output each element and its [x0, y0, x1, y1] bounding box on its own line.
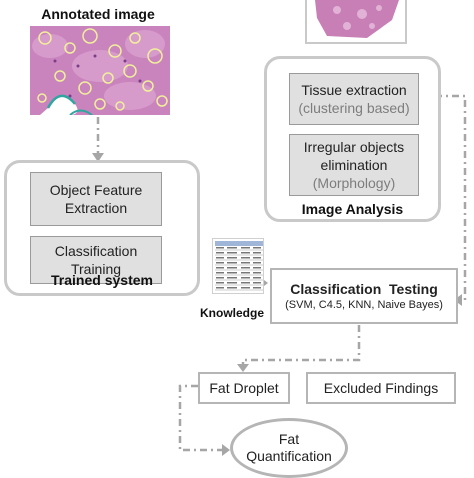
- annotated-image-title: Annotated image: [41, 6, 155, 22]
- excluded-findings-box: Excluded Findings: [306, 372, 456, 404]
- tissue-extraction-box: Tissue extraction (clustering based): [289, 73, 419, 125]
- tissue-extraction-label: Tissue extraction: [301, 82, 407, 98]
- connector-testing-to-results: [241, 325, 361, 366]
- classification-testing-box: Classification Testing (SVM, C4.5, KNN, …: [270, 268, 458, 324]
- arrowhead-results: [237, 364, 249, 372]
- feature-extraction-label: Object Feature: [49, 182, 143, 198]
- classification-methods: (SVM, C4.5, KNN, Naive Bayes): [285, 299, 443, 311]
- classification-training-label-2: Training: [70, 261, 122, 277]
- image-analysis-title: Image Analysis: [301, 201, 404, 217]
- fat-quantification-ellipse: Fat Quantification: [230, 418, 348, 478]
- irregular-objects-label: Irregular objects: [303, 139, 405, 155]
- annotated-histology-image: [30, 26, 170, 115]
- fat-quantification-label: Fat: [278, 431, 300, 447]
- fat-droplet-box: Fat Droplet: [198, 372, 290, 404]
- irregular-objects-box: Irregular objects elimination (Morpholog…: [289, 134, 419, 196]
- irregular-objects-method: (Morphology): [312, 175, 396, 191]
- arrowhead-quantification: [222, 444, 230, 456]
- fat-quantification-label-2: Quantification: [246, 448, 332, 464]
- knowledge-table-thumbnail: [212, 238, 264, 294]
- input-tissue-image: [305, 0, 407, 44]
- feature-extraction-label-2: Extraction: [64, 200, 128, 216]
- knowledge-label: Knowledge: [200, 306, 265, 320]
- trained-system-title: Trained system: [51, 272, 153, 288]
- tissue-extraction-method: (clustering based): [298, 100, 410, 116]
- classification-training-label: Classification: [54, 243, 138, 259]
- classification-testing-title: Classification Testing: [290, 281, 438, 297]
- feature-extraction-box: Object Feature Extraction: [30, 172, 162, 226]
- irregular-objects-label-2: elimination: [320, 157, 388, 173]
- classification-training-box: Classification Training: [30, 236, 162, 284]
